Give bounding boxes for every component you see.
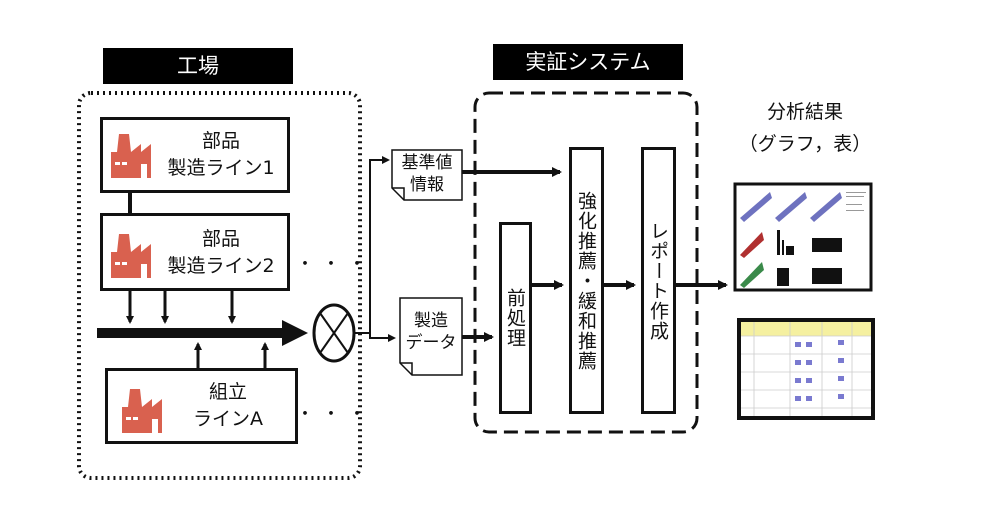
line-label-2: 製造ライン2 bbox=[167, 255, 275, 277]
doc-manufacturing-label-1: 製造 bbox=[414, 311, 448, 331]
factory-icon bbox=[111, 234, 151, 278]
graph-result-thumbnail bbox=[733, 182, 873, 292]
system-frame bbox=[473, 91, 699, 434]
production-line-2: 部品製造ライン2 bbox=[100, 213, 290, 291]
factory-title: 工場 bbox=[103, 48, 293, 84]
step-preprocessing: 前処理 bbox=[499, 222, 532, 414]
line-label-1: 部品 bbox=[201, 228, 240, 250]
step-report: レポート作成 bbox=[641, 147, 676, 414]
step-recommendation: 強化推薦・緩和推薦 bbox=[569, 147, 604, 414]
production-line-1: 部品製造ライン1 bbox=[100, 117, 290, 193]
ellipsis: ・・・ bbox=[296, 404, 374, 425]
doc-reference-label-2: 情報 bbox=[410, 175, 444, 195]
merge-node bbox=[312, 303, 356, 363]
factory-icon bbox=[122, 389, 162, 433]
table-result-thumbnail bbox=[737, 318, 875, 420]
doc-reference-label-1: 基準値 bbox=[401, 153, 453, 173]
factory-frame bbox=[77, 91, 362, 480]
line-label-1: 部品 bbox=[201, 130, 240, 152]
feed-arrows bbox=[126, 290, 269, 368]
main-flow-arrow bbox=[97, 320, 308, 346]
results-title: 分析結果 bbox=[766, 101, 843, 123]
doc-manufacturing-label-2: データ bbox=[405, 333, 457, 353]
ellipsis: ・・・ bbox=[296, 254, 374, 275]
line-label-1: 組立 bbox=[208, 381, 247, 403]
system-title: 実証システム bbox=[493, 44, 683, 80]
assembly-line-a: 組立ラインA bbox=[105, 368, 298, 444]
results-subtitle: （グラフ，表） bbox=[738, 133, 872, 155]
document-reference bbox=[391, 149, 463, 201]
line-label-2: ラインA bbox=[193, 408, 263, 430]
document-manufacturing bbox=[399, 297, 463, 376]
factory-icon bbox=[111, 134, 151, 178]
line-label-2: 製造ライン1 bbox=[167, 157, 275, 179]
